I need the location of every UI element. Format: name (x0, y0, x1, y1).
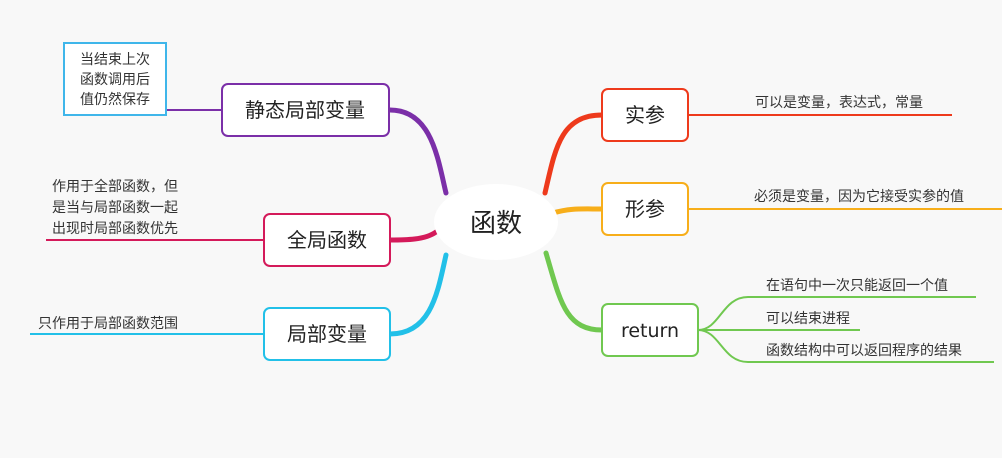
node-actual-param[interactable] (601, 88, 689, 142)
note-actual-param-line-1: 可以是变量，表达式，常量 (755, 95, 923, 111)
note-formal-param-line-1: 必须是变量，因为它接受实参的值 (754, 188, 964, 205)
connector-local (387, 252, 449, 337)
note-global-line-3: 出现时局部函数优先 (52, 221, 178, 237)
note-link-return-1 (697, 296, 976, 331)
note-link-return-3 (697, 329, 994, 363)
node-static-local[interactable] (221, 83, 390, 137)
note-static-local-line-2: 函数调用后 (80, 72, 150, 88)
node-return-label: return (621, 320, 679, 342)
connector-global (387, 229, 439, 243)
node-global-label: 全局函数 (287, 228, 367, 252)
note-global-line-2: 是当与局部函数一起 (52, 200, 178, 216)
note-static-local-line-1: 当结束上次 (80, 52, 150, 68)
node-formal-param[interactable] (601, 182, 689, 236)
node-return[interactable] (601, 303, 699, 357)
central-node-label: 函数 (470, 209, 522, 239)
connector-static-local (387, 107, 449, 196)
node-local-label: 局部变量 (287, 322, 367, 346)
note-box-static-local (63, 42, 167, 116)
node-global[interactable] (263, 213, 391, 267)
connector-return (543, 250, 605, 333)
node-static-local-label: 静态局部变量 (245, 98, 365, 122)
node-formal-param-label: 形参 (625, 197, 665, 221)
note-local-line-1: 只作用于局部函数范围 (38, 315, 178, 332)
note-global-line-1: 作用于全部函数，但 (52, 178, 178, 195)
note-return-line-3: 函数结构中可以返回程序的结果 (766, 343, 962, 359)
note-return-line-1: 在语句中一次只能返回一个值 (766, 278, 948, 294)
node-actual-param-label: 实参 (625, 103, 665, 127)
note-return-line-2: 可以结束进程 (766, 311, 850, 327)
connector-actual-param (542, 112, 605, 196)
note-static-local-line-3: 值仍然保存 (80, 91, 150, 108)
central-node[interactable] (434, 184, 558, 260)
node-local[interactable] (263, 307, 391, 361)
connector-formal-param (550, 206, 605, 216)
